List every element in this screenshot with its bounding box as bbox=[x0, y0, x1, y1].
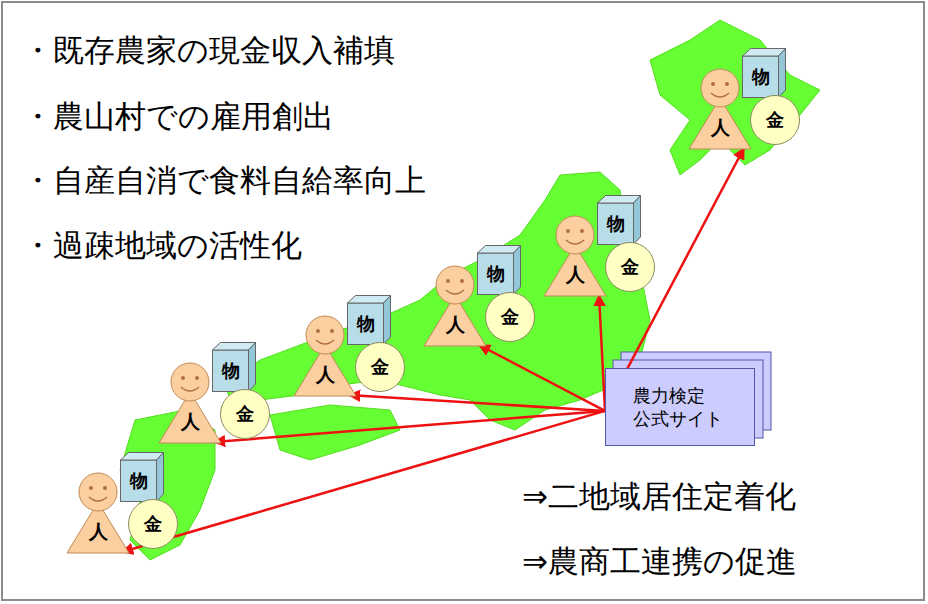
icon-label: 物 bbox=[598, 204, 633, 244]
icon-label: 人 bbox=[423, 313, 487, 336]
bullet-point: ・農山村での雇用創出 bbox=[22, 98, 334, 135]
box-icon: 物 bbox=[477, 245, 521, 295]
honshu-island bbox=[225, 172, 650, 430]
hokkaido-island bbox=[650, 20, 820, 175]
box-icon: 物 bbox=[742, 48, 786, 98]
box-icon: 物 bbox=[347, 295, 391, 345]
result-note: ⇒二地域居住定着化 bbox=[522, 478, 796, 515]
icon-label: 人 bbox=[158, 410, 222, 433]
person-icon: 人 bbox=[66, 472, 130, 554]
coin-icon: 金 bbox=[750, 95, 800, 145]
person-icon: 人 bbox=[688, 68, 752, 150]
website-document: 農力検定 公式サイト bbox=[605, 368, 755, 446]
bullet-point: ・自産自消で食料自給率向上 bbox=[22, 162, 426, 199]
person-icon: 人 bbox=[158, 362, 222, 444]
icon-label: 物 bbox=[478, 254, 513, 294]
bullet-point: ・過疎地域の活性化 bbox=[22, 227, 302, 264]
coin-icon: 金 bbox=[128, 499, 178, 549]
box-icon: 物 bbox=[212, 342, 256, 392]
icon-label: 人 bbox=[688, 116, 752, 139]
person-icon: 人 bbox=[543, 215, 607, 297]
coin-icon: 金 bbox=[220, 389, 270, 439]
bullet-point: ・既存農家の現金収入補填 bbox=[22, 32, 395, 69]
arrow-connector bbox=[214, 411, 605, 442]
icon-label: 物 bbox=[348, 304, 383, 344]
icon-label: 人 bbox=[66, 520, 130, 543]
coin-icon: 金 bbox=[355, 342, 405, 392]
result-note: ⇒農商工連携の促進 bbox=[522, 543, 797, 580]
document-label: 農力検定 公式サイト bbox=[633, 384, 727, 431]
icon-label: 金 bbox=[129, 500, 177, 548]
coin-icon: 金 bbox=[485, 292, 535, 342]
box-icon: 物 bbox=[120, 452, 164, 502]
coin-icon: 金 bbox=[605, 242, 655, 292]
icon-label: 人 bbox=[293, 363, 357, 386]
icon-label: 金 bbox=[221, 390, 269, 438]
arrow-connector bbox=[479, 345, 605, 411]
box-icon: 物 bbox=[597, 195, 641, 245]
person-icon: 人 bbox=[423, 265, 487, 347]
icon-label: 金 bbox=[356, 343, 404, 391]
icon-label: 物 bbox=[121, 461, 156, 501]
arrow-connector bbox=[349, 395, 605, 411]
icon-label: 物 bbox=[213, 351, 248, 391]
icon-label: 物 bbox=[743, 57, 778, 97]
icon-label: 金 bbox=[751, 96, 799, 144]
icon-label: 金 bbox=[606, 243, 654, 291]
person-icon: 人 bbox=[293, 315, 357, 397]
icon-label: 金 bbox=[486, 293, 534, 341]
icon-label: 人 bbox=[543, 263, 607, 286]
